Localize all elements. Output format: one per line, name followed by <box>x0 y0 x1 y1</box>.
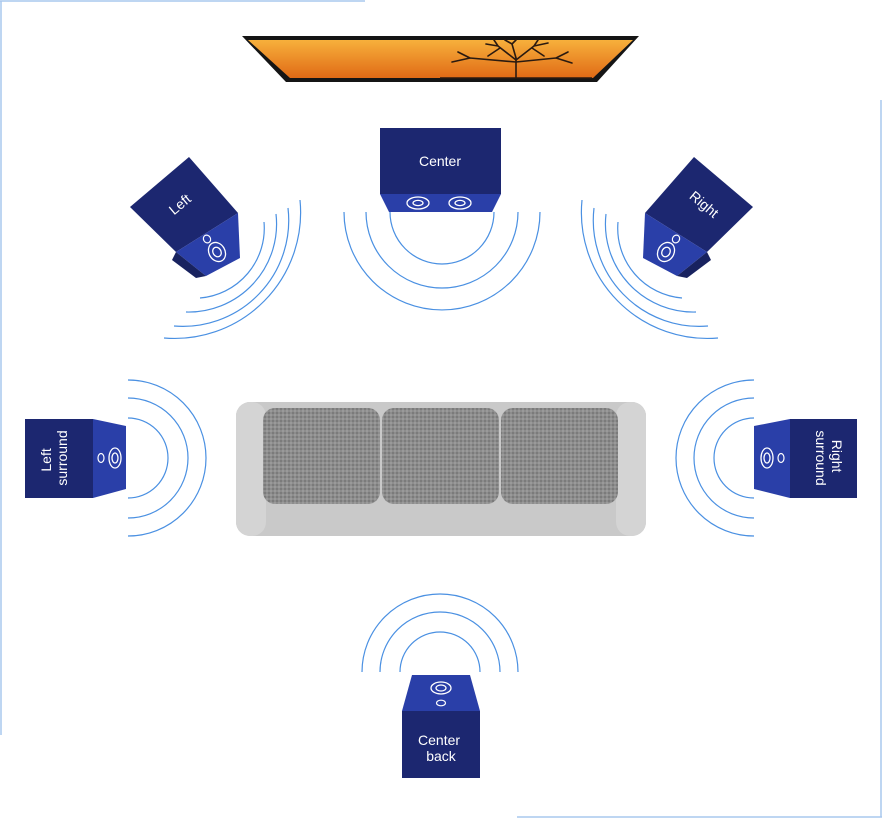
sound-waves-left <box>163 199 302 340</box>
sofa-icon <box>236 402 646 536</box>
speaker-right-surround: Right surround <box>675 379 857 537</box>
speaker-icon <box>406 196 472 210</box>
speaker-left: Left <box>130 157 302 340</box>
sound-waves-center <box>343 211 541 311</box>
label-line-2: surround <box>813 430 829 485</box>
speaker-icon <box>97 447 122 469</box>
sound-waves-right <box>580 199 719 340</box>
speaker-center-back: Center back <box>361 593 519 778</box>
label-line-1: Left <box>38 448 54 471</box>
speaker-label-right-surround: Right surround <box>813 430 845 485</box>
label-line-2: back <box>426 748 457 764</box>
speaker-label-left-surround: Left surround <box>38 430 70 485</box>
speaker-label-center-back: Center back <box>418 732 464 764</box>
speaker-icon <box>202 234 227 263</box>
sound-waves-right-surround <box>675 379 755 537</box>
sound-waves-left-surround <box>127 379 207 537</box>
speaker-icon <box>430 681 452 707</box>
tv-icon <box>242 36 639 82</box>
speaker-left-surround: Left surround <box>25 379 207 537</box>
speaker-center: Center <box>343 128 541 311</box>
sound-waves-center-back <box>361 593 519 673</box>
label-line-1: Center <box>418 732 460 748</box>
label-line-1: Right <box>829 440 845 473</box>
label-line-2: surround <box>54 430 70 485</box>
speaker-icon <box>656 234 681 263</box>
speaker-label-center: Center <box>419 153 461 169</box>
speaker-icon <box>760 447 785 469</box>
speaker-right: Right <box>580 157 753 340</box>
